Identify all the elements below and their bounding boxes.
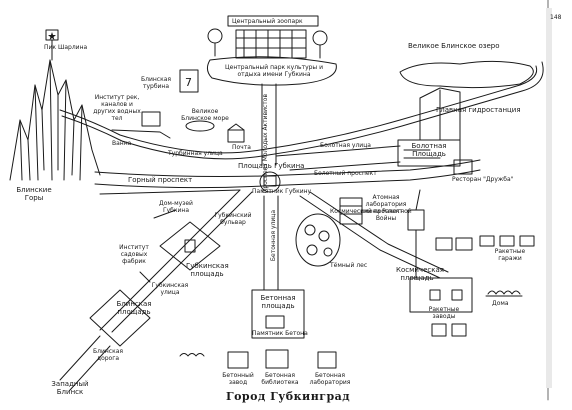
- gubkin-monument-label: Памятник Губкину: [252, 188, 312, 195]
- bolotnaya-square-label: Болотная Площадь: [411, 142, 447, 158]
- house-museum-label: Дом-музей Губкина: [159, 200, 193, 214]
- lake-label: Великое Блинское озеро: [408, 42, 500, 50]
- ice-label: Ванна: [112, 140, 132, 147]
- concrete-square-label: Бетонная площадь: [260, 294, 296, 310]
- zoo-label: Центральный зоопарк: [232, 18, 303, 25]
- houses-label: Дома: [492, 300, 509, 307]
- restaurant-label: Ресторан "Дружба": [452, 176, 514, 183]
- blin-square-label: Блинская площадь: [116, 300, 152, 316]
- peak-label: Пик Шарлина: [44, 44, 88, 51]
- gubkin-street-label: Губкинская улица: [151, 282, 189, 296]
- bolotnaya-street-label: Болотная улица: [320, 142, 371, 149]
- concrete-plant-label: Бетонный завод: [222, 372, 254, 386]
- park-label: Центральный парк культуры и отдыха имени…: [225, 64, 323, 78]
- rocket-plants-label: Ракетные заводы: [428, 306, 460, 320]
- hydro-label: Главная гидростанция: [436, 106, 521, 114]
- bolotny-prospect-label: Болотный проспект: [314, 170, 377, 177]
- institute-soil-label: Институт садовых фабрик: [119, 244, 149, 265]
- rocket-garages-label: Ракетные гаражи: [494, 248, 526, 262]
- post-label: Почта: [232, 144, 251, 151]
- concrete-lab-label: Бетонная лаборатория: [309, 372, 351, 386]
- sea-small-label: Великое Блинское море: [181, 108, 229, 122]
- mountain-prospect-label: Горный проспект: [128, 176, 193, 184]
- concrete-monument-label: Памятник Бетона: [252, 330, 308, 337]
- mountains-label: Блинские Горы: [16, 186, 52, 202]
- atomic-station-label: Атомная лаборатория имени Ракетной Войны: [360, 194, 412, 222]
- turbine-label: Блинская турбина: [141, 76, 171, 90]
- gubkin-square2-label: Губкинская площадь: [186, 262, 229, 278]
- dark-forest-label: Тёмный лес: [330, 262, 368, 269]
- space-prospect-label: Космический проспект: [330, 208, 403, 215]
- institute-canals-label: Институт рек, каналов и других водных те…: [93, 94, 141, 122]
- concrete-street-label: Бетонная улица: [270, 210, 277, 262]
- concrete-library-label: Бетонная библиотека: [261, 372, 299, 386]
- prospect-young-label: Проспект Молодых Активистов: [262, 94, 269, 194]
- turbine-street-label: Турбинная улица: [168, 150, 223, 157]
- gubkin-square-label: Площадь Губкина: [238, 162, 305, 170]
- map-title: Город Губкинград: [226, 390, 351, 403]
- gubkin-boulevard-label: Губкинский бульвар: [214, 212, 252, 226]
- blin-road-label: Блинская дорога: [93, 348, 123, 362]
- west-blinsk-label: Западный Блинск: [51, 380, 89, 396]
- mountains-drawing: [9, 59, 101, 181]
- svg-text:7: 7: [185, 76, 192, 89]
- page-number: 148: [550, 14, 562, 21]
- space-square-label: Космическая площадь: [396, 266, 444, 282]
